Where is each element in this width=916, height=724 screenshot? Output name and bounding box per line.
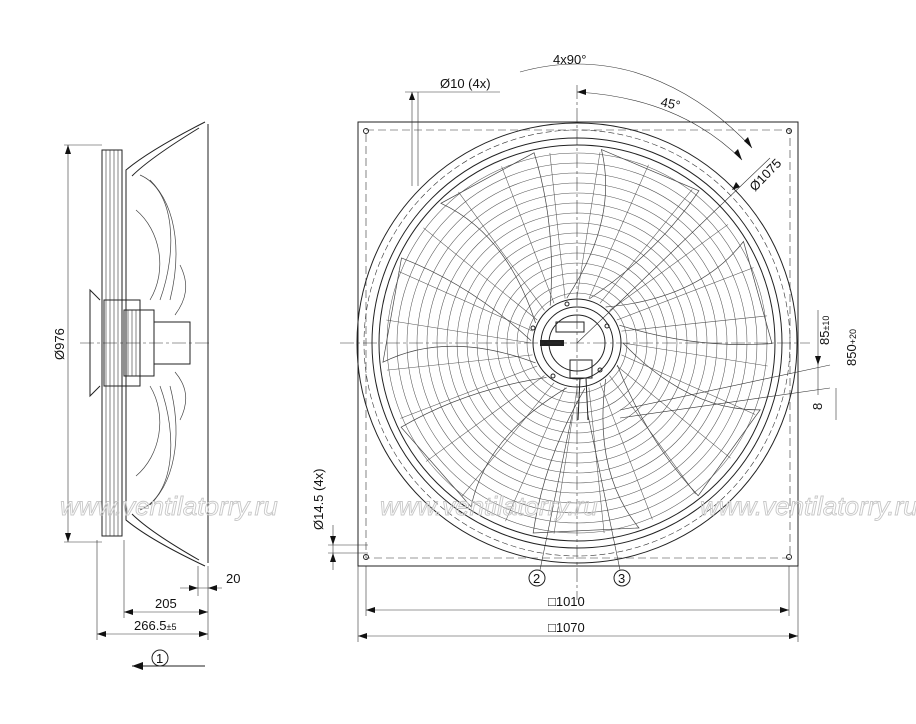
grille-spoke — [621, 354, 756, 415]
dim-len-20: 20 — [226, 571, 240, 586]
grille-spoke — [616, 267, 754, 321]
impeller-blade — [605, 240, 773, 345]
dim-hole-10: Ø10 (4x) — [440, 76, 491, 91]
grille-spoke — [386, 354, 533, 371]
grille-spoke — [621, 315, 768, 332]
grille-spoke — [505, 387, 566, 522]
grille-spoke — [588, 387, 605, 534]
watermark-1: www.ventilatorry.ru — [60, 491, 278, 521]
impeller-blade — [617, 342, 761, 497]
dim-len-850-value: 850 — [844, 344, 859, 366]
impeller-blade — [382, 257, 536, 364]
watermark-2: www.ventilatorry.ru — [380, 491, 598, 521]
grille-spoke — [622, 342, 768, 367]
grille-spoke — [576, 152, 601, 298]
grille-spoke — [501, 166, 555, 304]
dim-len-85-value: 85 — [817, 331, 832, 345]
grille-spoke — [616, 365, 731, 459]
grille-spoke — [609, 375, 696, 495]
grille-spoke — [549, 152, 566, 299]
grille-spoke — [588, 164, 649, 299]
callout-1: 1 — [156, 651, 163, 666]
grille-spoke — [386, 319, 532, 344]
callout-3: 3 — [618, 571, 625, 586]
impeller-blade — [400, 377, 567, 508]
grille-spoke — [461, 382, 555, 497]
dim-len-850-tol: +20 — [848, 329, 858, 344]
watermark-3: www.ventilatorry.ru — [700, 491, 916, 521]
grille-spoke — [425, 375, 545, 462]
side-view: Ø976 20 205 266.5±5 1 — [52, 121, 240, 670]
dim-angle-4x90: 4x90° — [553, 52, 586, 67]
grille-spoke — [400, 365, 538, 419]
dim-len-205: 205 — [155, 596, 177, 611]
impeller-blade — [532, 378, 640, 534]
grille-spoke — [458, 191, 545, 311]
mounting-holes — [363, 128, 792, 560]
grille-spoke — [609, 224, 729, 311]
dim-dia-976: Ø976 — [52, 328, 67, 360]
side-blades — [135, 174, 187, 511]
dim-sq-1070: □1070 — [548, 620, 585, 635]
dim-len-850: 850+20 — [844, 329, 859, 366]
motor-fins — [101, 149, 123, 537]
dim-sq-1010: □1010 — [548, 594, 585, 609]
watermark: www.ventilatorry.ru www.ventilatorry.ru … — [60, 491, 916, 522]
dim-hole-14-5: Ø14.5 (4x) — [311, 469, 326, 530]
impeller-blade — [440, 152, 552, 324]
grille-spoke — [423, 227, 538, 321]
dim-len-85: 85±10 — [817, 316, 832, 345]
dim-len-266-5: 266.5±5 — [134, 618, 177, 633]
dim-angle-45: 45° — [659, 94, 681, 113]
impeller-blades — [382, 148, 773, 534]
dim-len-8: 8 — [810, 403, 825, 410]
grille-spoke — [599, 189, 693, 304]
dim-len-85-tol: ±10 — [821, 316, 831, 331]
dim-len-266-5-tol: ±5 — [167, 622, 177, 632]
grille-spoke — [398, 271, 533, 332]
grille-spoke — [599, 382, 653, 520]
front-view: Ø10 (4x) 4x90° 45° Ø1075 85±10 850+20 8 — [311, 52, 859, 642]
grille-spoke — [553, 388, 578, 534]
impeller-blade — [566, 148, 700, 300]
callout-2: 2 — [533, 571, 540, 586]
motor-hub — [89, 288, 191, 398]
dim-len-266-5-value: 266.5 — [134, 618, 167, 633]
mounting-plate — [357, 121, 799, 567]
